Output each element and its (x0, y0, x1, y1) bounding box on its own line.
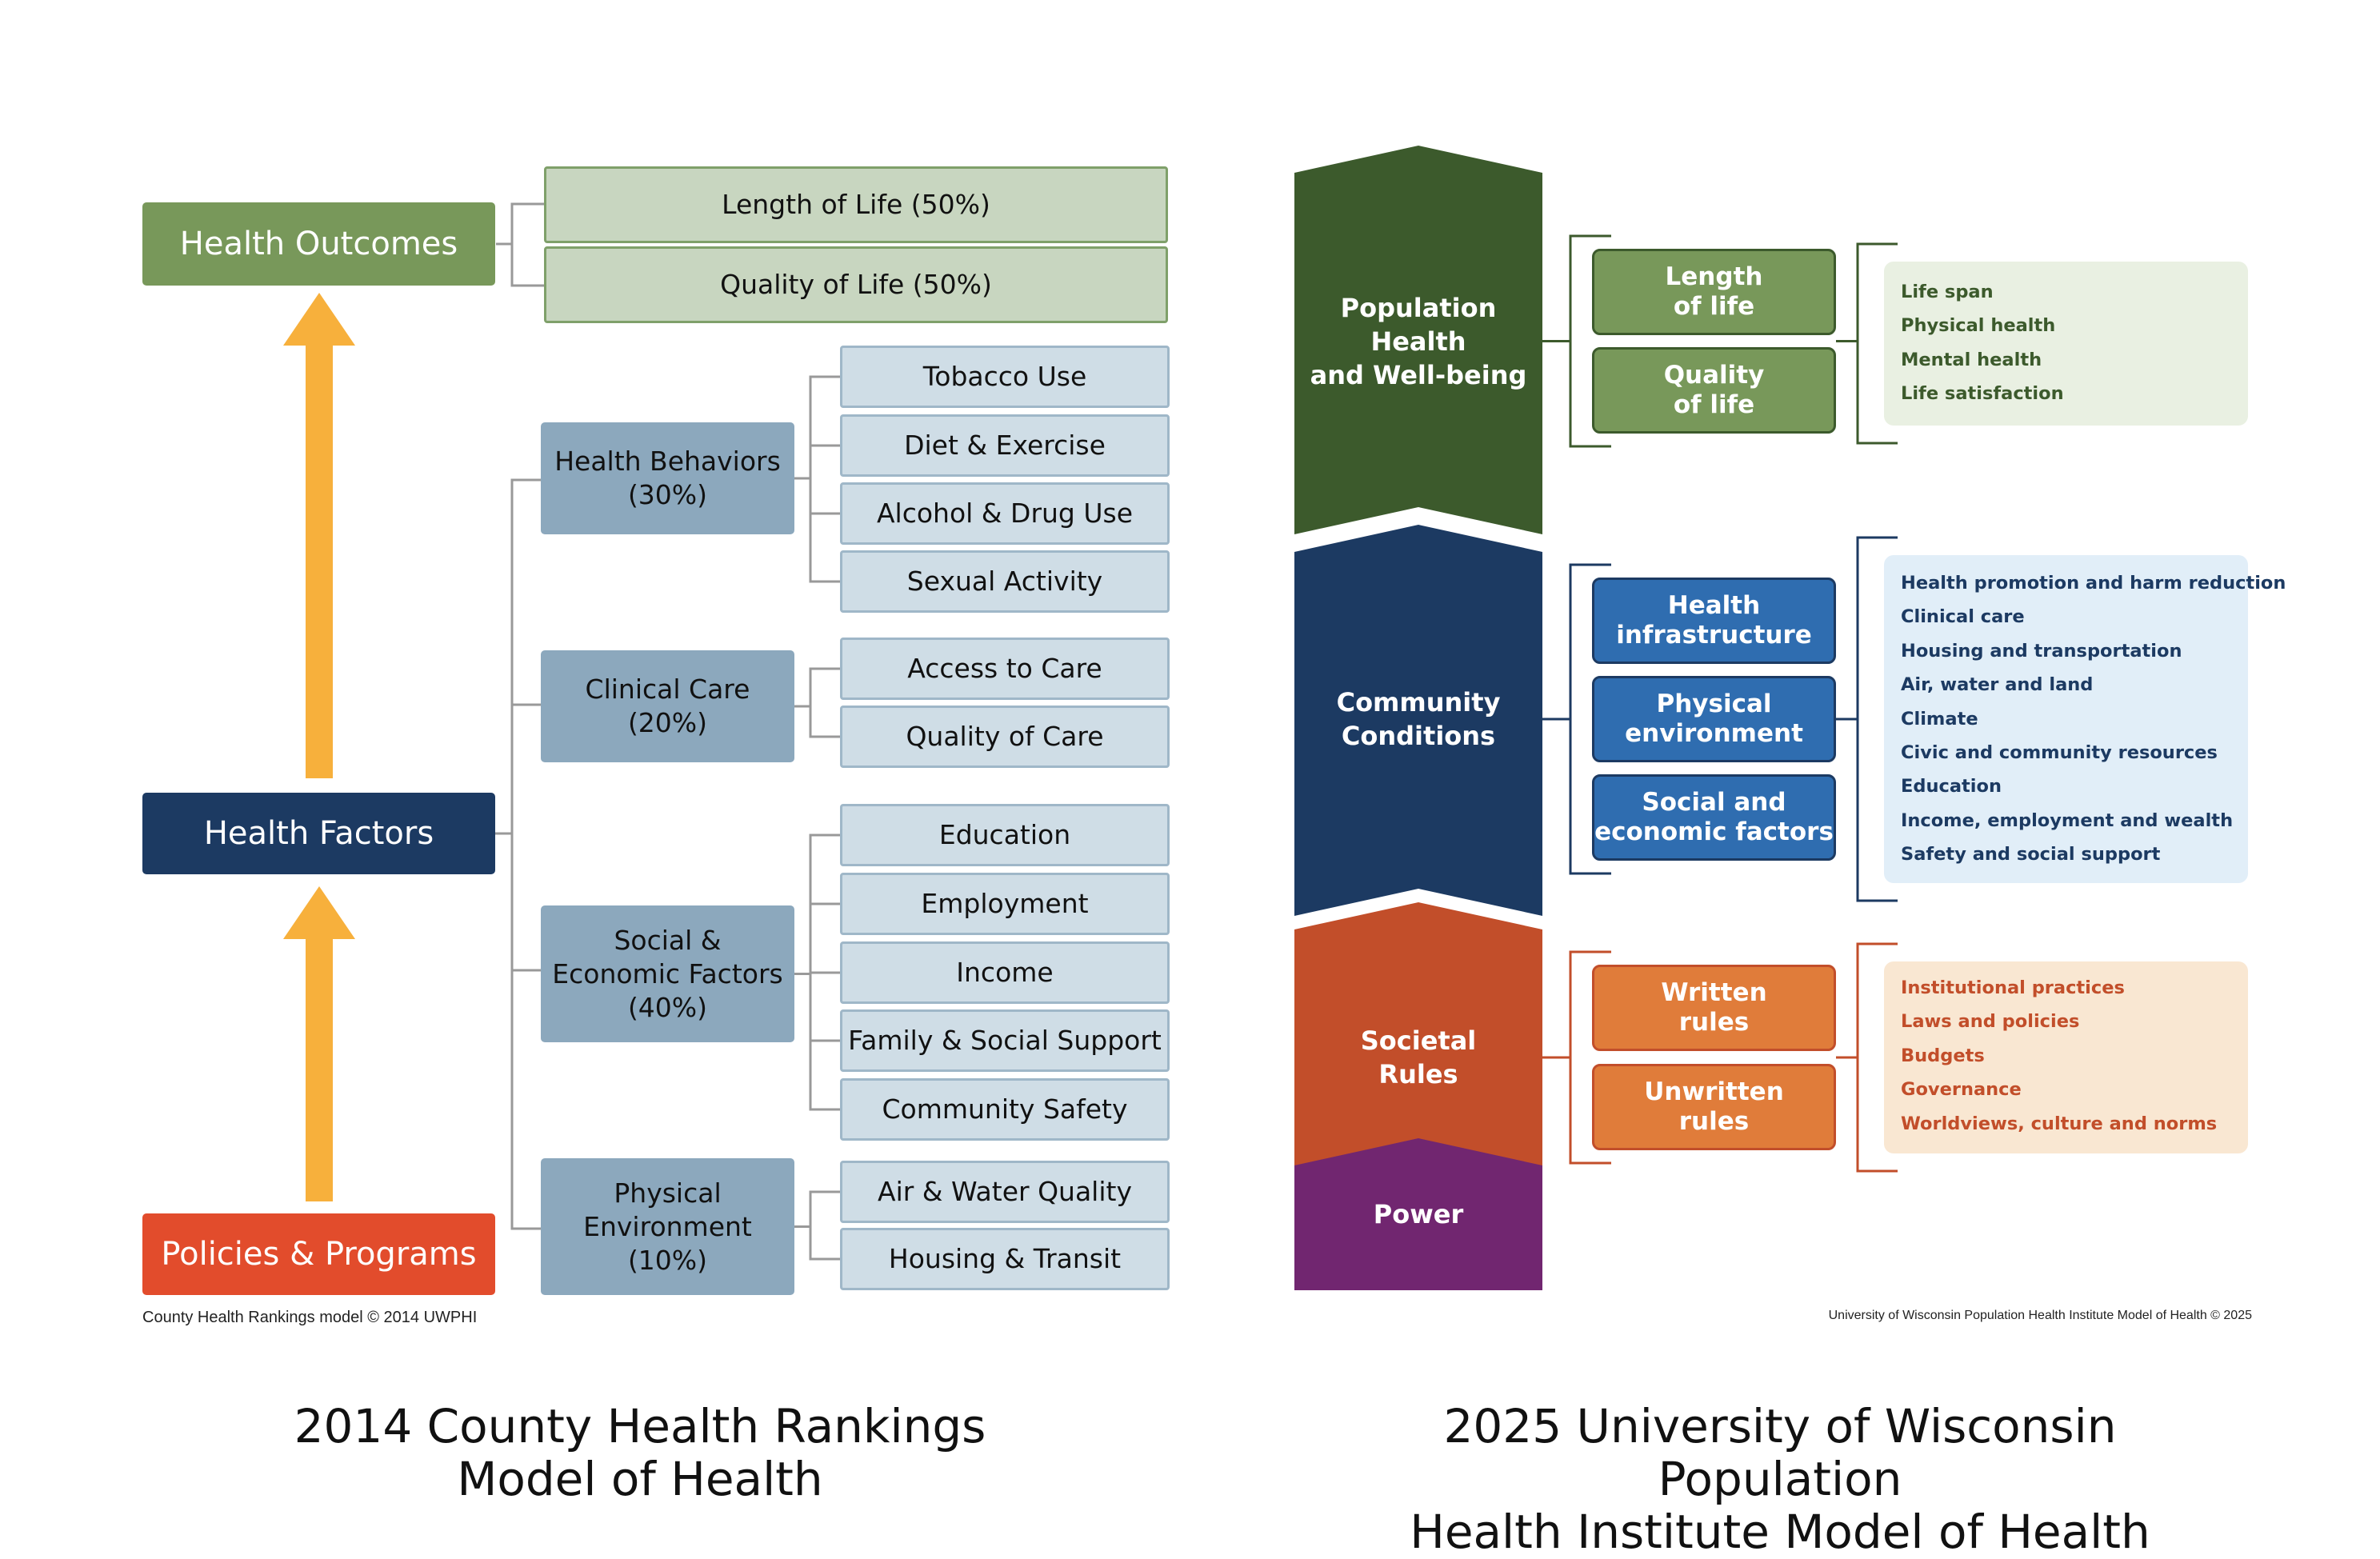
layer-detail-panel (1884, 961, 2248, 1153)
factor-group-box: Social & Economic Factors(40%) (541, 905, 794, 1042)
factor-group-name: Social & Economic Factors (552, 924, 783, 989)
layer-item-box: Health infrastructure (1592, 578, 1836, 664)
layer-detail-item: Climate (1901, 708, 1978, 730)
layer-item-box: Quality of life (1592, 347, 1836, 434)
layer-connector-bracket (1569, 950, 1611, 1165)
layer-detail-panel (1884, 262, 2248, 426)
caption-line: 2014 County Health Rankings (294, 1399, 986, 1453)
factor-item-box: Air & Water Quality (840, 1161, 1170, 1223)
factor-item-box: Quality of Care (840, 706, 1170, 768)
factors-to-outcomes-arrow (283, 293, 355, 778)
factor-item-box: Alcohol & Drug Use (840, 482, 1170, 545)
layer-detail-item: Laws and policies (1901, 1011, 2080, 1033)
layer-item-box: Written rules (1592, 965, 1836, 1051)
layer-item-box: Physical environment (1592, 676, 1836, 762)
factor-item-box: Access to Care (840, 638, 1170, 700)
outcome-item-box: Quality of Life (50%) (544, 246, 1168, 323)
layer-detail-item: Health promotion and harm reduction (1901, 573, 2286, 594)
detail-connector-bracket (1856, 536, 1898, 902)
layer-detail-item: Physical health (1901, 315, 2056, 337)
policies-to-factors-arrow (283, 886, 355, 1201)
detail-connector-bracket (1856, 242, 1898, 445)
layer-detail-item: Institutional practices (1901, 977, 2125, 998)
factor-item-box: Education (840, 804, 1170, 866)
factor-group-name: Health Behaviors (554, 446, 781, 477)
layer-label: Population Health and Well-being (1310, 292, 1527, 390)
layer-detail-item: Life satisfaction (1901, 383, 2064, 405)
group-connector-bracket (809, 1190, 840, 1261)
layer-label: Societal Rules (1360, 1025, 1477, 1089)
layer-detail-item: Income, employment and wealth (1901, 809, 2234, 831)
group-connector-bracket (809, 375, 840, 583)
layer-detail-item: Governance (1901, 1079, 2022, 1101)
factor-item-box: Housing & Transit (840, 1228, 1170, 1290)
policies-programs-box: Policies & Programs (142, 1213, 495, 1295)
layer-chevron (1294, 146, 1542, 534)
factor-group-box: Health Behaviors(30%) (541, 422, 794, 534)
health-outcomes-box: Health Outcomes (142, 202, 495, 286)
factors-trunk (510, 478, 541, 1230)
factor-item-box: Income (840, 941, 1170, 1004)
detail-connector-bracket (1856, 942, 1898, 1173)
factor-group-name: Clinical Care (585, 674, 750, 705)
layer-detail-item: Budgets (1901, 1045, 1985, 1066)
factor-group-box: Clinical Care(20%) (541, 650, 794, 762)
layer-chevron (1294, 525, 1542, 916)
layer-item-box: Length of life (1592, 249, 1836, 335)
outcomes-connector-bracket (510, 202, 544, 287)
layer-detail-panel (1884, 555, 2248, 883)
factor-group-weight: (30%) (627, 479, 708, 510)
left-model-credit: County Health Rankings model © 2014 UWPH… (142, 1309, 478, 1326)
layer-detail-item: Air, water and land (1901, 674, 2094, 696)
factor-group-weight: (10%) (627, 1244, 708, 1276)
factor-group-weight: (20%) (627, 707, 708, 738)
layer-item-box: Unwritten rules (1592, 1064, 1836, 1150)
layer-detail-item: Life span (1901, 282, 1994, 302)
outcome-item-box: Length of Life (50%) (544, 166, 1168, 243)
group-connector-bracket (809, 667, 840, 738)
layer-connector-bracket (1569, 563, 1611, 875)
caption-line: Model of Health (457, 1452, 823, 1506)
layer-detail-item: Education (1901, 776, 2002, 797)
layer-label: Community Conditions (1336, 687, 1501, 751)
layer-detail-item: Clinical care (1901, 606, 2025, 628)
layer-detail-item: Housing and transportation (1901, 640, 2182, 662)
factor-item-box: Sexual Activity (840, 550, 1170, 613)
caption-line: Health Institute Model of Health (1410, 1505, 2150, 1559)
layer-chevron (1294, 1138, 1542, 1290)
factor-item-box: Community Safety (840, 1078, 1170, 1141)
factor-item-box: Employment (840, 873, 1170, 935)
layer-detail-item: Worldviews, culture and norms (1901, 1113, 2218, 1134)
factor-group-weight: (40%) (627, 991, 708, 1023)
layer-detail-item: Civic and community resources (1901, 742, 2218, 763)
health-factors-box: Health Factors (142, 793, 495, 874)
factor-group-name: Physical Environment (583, 1177, 752, 1242)
factor-item-box: Family & Social Support (840, 1009, 1170, 1072)
layer-item-box: Social and economic factors (1592, 774, 1836, 861)
factor-item-box: Tobacco Use (840, 346, 1170, 408)
layer-detail-item: Mental health (1901, 349, 2042, 370)
layer-chevron (1294, 902, 1542, 1177)
layer-detail-item: Safety and social support (1901, 844, 2161, 865)
caption-line: 2025 University of Wisconsin Population (1443, 1399, 2117, 1506)
factor-group-box: Physical Environment(10%) (541, 1158, 794, 1295)
layer-label: Power (1373, 1199, 1464, 1229)
right-model-credit: University of Wisconsin Population Healt… (1828, 1309, 2252, 1322)
factor-item-box: Diet & Exercise (840, 414, 1170, 477)
layer-connector-bracket (1569, 234, 1611, 448)
